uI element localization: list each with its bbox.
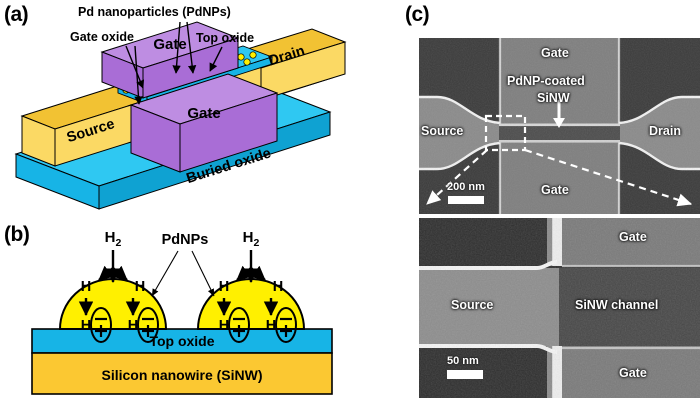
label-h-left-3: H (81, 318, 91, 334)
sem-bot-scalebar-label: 50 nm (447, 355, 479, 367)
label-h-left-2: H (135, 279, 145, 295)
sem-bot-label-gate-lower: Gate (619, 366, 647, 380)
sem-bot-label-source: Source (451, 298, 494, 312)
sem-image-bottom: Gate Source SiNW channel Gate 50 nm (419, 218, 700, 398)
caption-top-oxide: Top oxide (196, 31, 255, 45)
caption-gate-oxide: Gate oxide (70, 30, 134, 44)
dipole-right-1 (228, 307, 250, 343)
label-h2-left: H2 (105, 229, 122, 249)
zoom-region-box (484, 114, 527, 152)
sem-bot-label-channel: SiNW channel (575, 298, 659, 312)
sem-top-label-pdnp-coated: PdNP-coated (507, 74, 585, 88)
sem-top-label-gate-upper: Gate (541, 46, 569, 60)
sem-top-label-gate-lower: Gate (541, 183, 569, 197)
sem-bot-label-gate-upper: Gate (619, 230, 647, 244)
sem-top-label-source: Source (421, 124, 464, 138)
sem-top-label-sinw: SiNW (537, 91, 570, 105)
dipole-left-2 (137, 307, 159, 343)
panel-c-label: (c) (405, 3, 430, 26)
label-h-right-2: H (273, 279, 283, 295)
label-h-right-3: H (219, 318, 229, 334)
sem-top-scalebar-label: 200 nm (447, 181, 485, 193)
label-h2-right: H2 (243, 229, 260, 249)
pdnp-right (196, 278, 306, 330)
dipole-right-2 (275, 307, 297, 343)
scalebar-200nm-rule (448, 196, 484, 204)
label-pdnps: PdNPs (162, 232, 209, 248)
panel-b-label: (b) (4, 223, 30, 246)
panel-a-label: (a) (4, 3, 29, 26)
panel-a: (a) Pd nanoparticles (PdNPs) Gate oxide … (0, 0, 400, 218)
sem-image-top: Gate PdNP-coated SiNW Source Drain Gate … (419, 38, 700, 214)
scalebar-50nm-rule (447, 370, 483, 379)
dipole-left-1 (90, 307, 112, 343)
layer-silicon-nanowire (31, 352, 333, 395)
label-silicon-nanowire: Silicon nanowire (SiNW) (101, 367, 262, 383)
label-gate-back: Gate (153, 36, 186, 53)
panel-c: (c) (405, 0, 700, 402)
pdnp-left (58, 278, 168, 330)
panel-a-schematic: Gate Gate Source Drain Buried oxide (14, 21, 347, 210)
label-h-right-1: H (219, 279, 229, 295)
caption-pd-nanoparticles: Pd nanoparticles (PdNPs) (78, 5, 231, 19)
label-h-left-1: H (81, 279, 91, 295)
label-gate-front: Gate (187, 105, 220, 122)
label-h-right-4: H (266, 318, 276, 334)
sem-top-label-drain: Drain (649, 124, 681, 138)
label-top-oxide: Top oxide (149, 333, 214, 349)
label-h-left-4: H (128, 318, 138, 334)
panel-b: (b) Top oxide Silicon nanowire (SiNW) H2 (0, 218, 400, 402)
panel-b-schematic: Top oxide Silicon nanowire (SiNW) H2 H H… (31, 229, 333, 395)
